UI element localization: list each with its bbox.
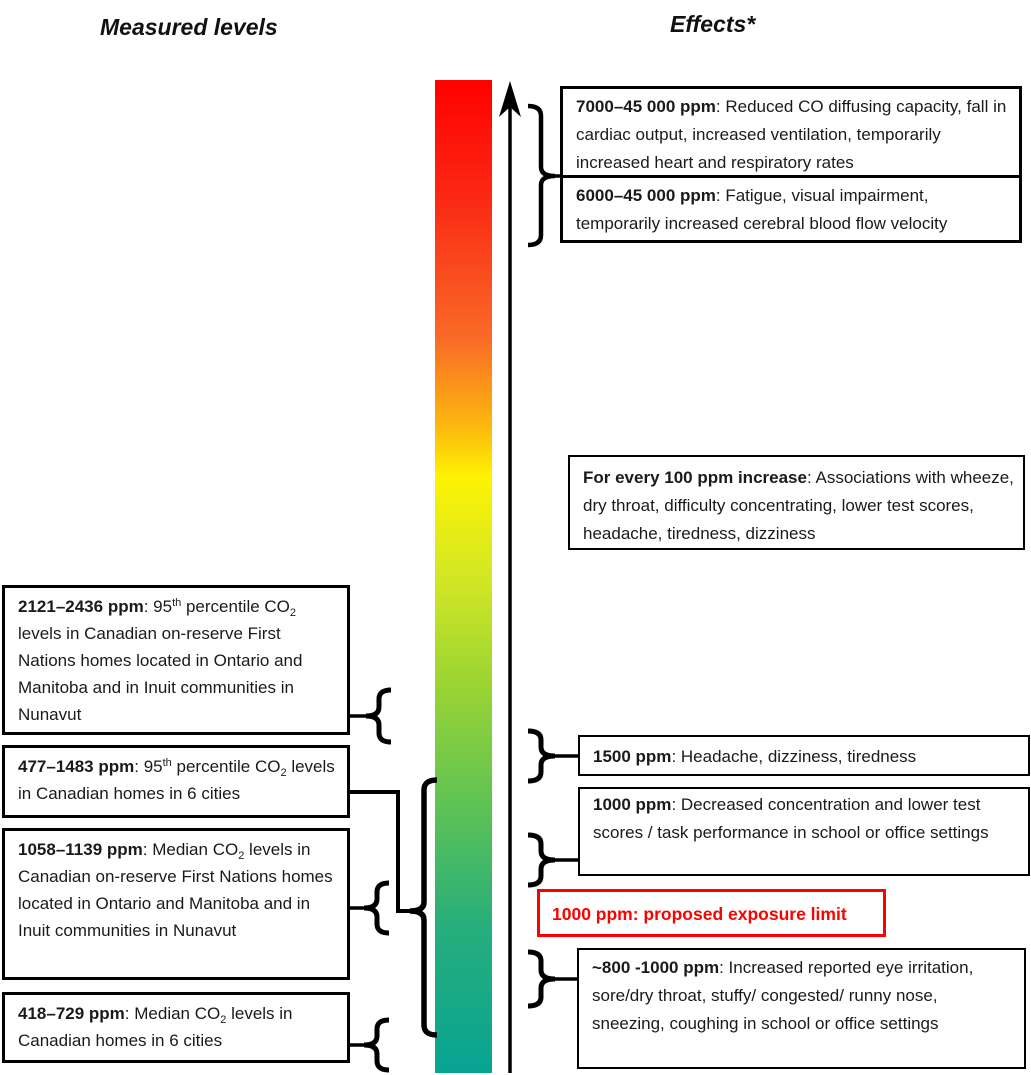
measured-levels-title: Measured levels bbox=[100, 14, 278, 40]
desc-text: percentile CO bbox=[181, 597, 290, 616]
subscript-2: 2 bbox=[289, 607, 297, 619]
desc-text: : Fatigue, visual impairment, temporaril… bbox=[576, 186, 948, 233]
connector-measured-477-1483 bbox=[350, 790, 410, 913]
effect-box-1500ppm: 1500 ppm: Headache, dizziness, tiredness bbox=[578, 735, 1030, 776]
range-label: 6000–45 000 ppm bbox=[576, 186, 716, 205]
desc-text: percentile CO bbox=[171, 757, 281, 776]
subscript-2: 2 bbox=[238, 850, 245, 862]
desc-text: levels in Canadian on-reserve First Nati… bbox=[18, 624, 303, 724]
brace-measured-418-729 bbox=[363, 1017, 390, 1073]
superscript-th: th bbox=[172, 597, 182, 609]
desc-text: levels in Canadian homes in 6 cities bbox=[18, 1004, 293, 1050]
range-label: For every 100 ppm increase bbox=[583, 468, 807, 487]
subscript-2: 2 bbox=[280, 767, 287, 779]
measured-box-1058-1139: 1058–1139 ppm: Median CO2 levels in Cana… bbox=[2, 828, 350, 980]
range-label: 418–729 ppm bbox=[18, 1004, 125, 1023]
superscript-th: th bbox=[162, 757, 172, 769]
desc-text: : 95 bbox=[134, 757, 163, 776]
range-label: 477–1483 ppm bbox=[18, 757, 135, 776]
range-label: 1058–1139 ppm bbox=[18, 840, 143, 859]
range-label: 1000 ppm bbox=[593, 795, 672, 814]
desc-text: : Median CO bbox=[142, 840, 239, 859]
measured-box-477-1483: 477–1483 ppm: 95th percentile CO2 levels… bbox=[2, 745, 350, 818]
effect-box-per-100ppm: For every 100 ppm increase: Associations… bbox=[568, 455, 1025, 550]
measured-box-2121-2436: 2121–2436 ppm: 95th percentile CO2 level… bbox=[2, 585, 350, 735]
desc-text: : Reduced CO diffusing capacity, fall in… bbox=[576, 97, 1007, 172]
brace-effects-high-range bbox=[527, 103, 556, 248]
brace-measured-477-1483 bbox=[409, 777, 438, 1038]
range-label: 1500 ppm bbox=[593, 747, 672, 766]
brace-measured-1058-1139 bbox=[363, 880, 390, 936]
effect-box-1000ppm: 1000 ppm: Decreased concentration and lo… bbox=[578, 787, 1030, 876]
brace-effect-800-1000ppm bbox=[527, 949, 556, 1009]
proposed-exposure-limit-box: 1000 ppm: proposed exposure limit bbox=[537, 889, 886, 937]
desc-text: levels in Canadian homes in 6 cities bbox=[18, 757, 335, 803]
effect-box-7000-45000: 7000–45 000 ppm: Reduced CO diffusing ca… bbox=[560, 86, 1022, 178]
brace-effect-1000ppm bbox=[527, 832, 556, 888]
desc-text: levels in Canadian on-reserve First Nati… bbox=[18, 840, 333, 940]
desc-text: : Increased reported eye irritation, sor… bbox=[592, 958, 974, 1033]
range-label: 7000–45 000 ppm bbox=[576, 97, 716, 116]
brace-measured-2121-2436 bbox=[365, 687, 392, 745]
co2-gradient-scale-bar bbox=[435, 80, 492, 1073]
range-label: 2121–2436 ppm bbox=[18, 597, 144, 616]
measured-box-418-729: 418–729 ppm: Median CO2 levels in Canadi… bbox=[2, 992, 350, 1063]
brace-effect-1500ppm bbox=[527, 728, 556, 784]
effect-box-6000-45000: 6000–45 000 ppm: Fatigue, visual impairm… bbox=[560, 175, 1022, 243]
effects-title: Effects* bbox=[670, 11, 756, 37]
scale-arrow-head bbox=[499, 81, 521, 117]
desc-text: : Associations with wheeze, dry throat, … bbox=[583, 468, 1014, 543]
subscript-2: 2 bbox=[220, 1014, 227, 1026]
desc-text: : Decreased concentration and lower test… bbox=[593, 795, 989, 842]
range-label: ~800 -1000 ppm bbox=[592, 958, 720, 977]
proposed-limit-text: 1000 ppm: proposed exposure limit bbox=[552, 904, 847, 924]
desc-text: : Median CO bbox=[124, 1004, 221, 1023]
effect-box-800-1000ppm: ~800 -1000 ppm: Increased reported eye i… bbox=[577, 948, 1026, 1069]
desc-text: : Headache, dizziness, tiredness bbox=[671, 747, 917, 766]
desc-text: : 95 bbox=[143, 597, 173, 616]
